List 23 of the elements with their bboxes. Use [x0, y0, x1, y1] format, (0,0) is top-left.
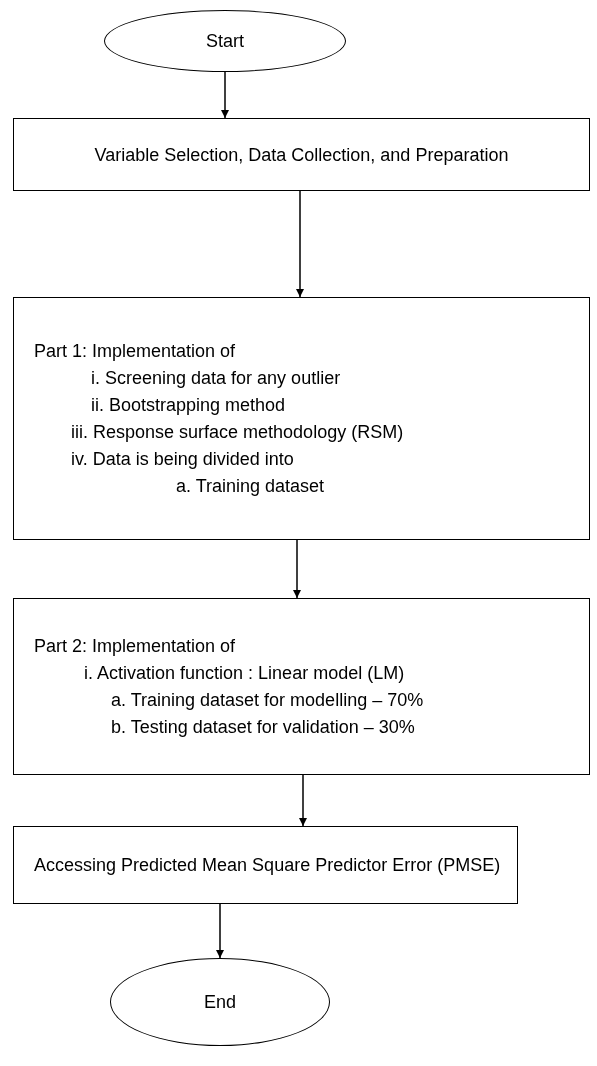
step-text: Part 2: Implementation of — [34, 635, 237, 658]
step-text: ii. Bootstrapping method — [91, 394, 287, 417]
step-text: a. Training dataset — [176, 475, 326, 498]
process-box — [13, 118, 590, 191]
process-box — [13, 826, 518, 904]
process-box — [13, 598, 590, 775]
arrow — [221, 71, 229, 119]
step-text: i. Activation function : Linear model (LM) — [84, 662, 406, 685]
step-text: End — [203, 990, 237, 1014]
step-text: Start — [205, 29, 245, 53]
step-text: i. Screening data for any outlier — [91, 367, 342, 390]
step-text: Accessing Predicted Mean Square Predictor Error (PMSE) — [34, 854, 502, 877]
step-text: iii. Response surface methodology (RSM) — [71, 421, 405, 444]
process-box — [13, 297, 590, 540]
arrow — [293, 539, 301, 599]
arrow — [299, 774, 307, 827]
step-text: a. Training dataset for modelling – 70% — [111, 689, 425, 712]
step-text: iv. Data is being divided into — [71, 448, 295, 471]
step-text: Part 1: Implementation of — [34, 340, 237, 363]
step-text: Variable Selection, Data Collection, and Preparation — [93, 143, 510, 167]
arrow — [216, 903, 224, 959]
arrow — [296, 190, 304, 298]
step-text: b. Testing dataset for validation – 30% — [111, 716, 416, 739]
